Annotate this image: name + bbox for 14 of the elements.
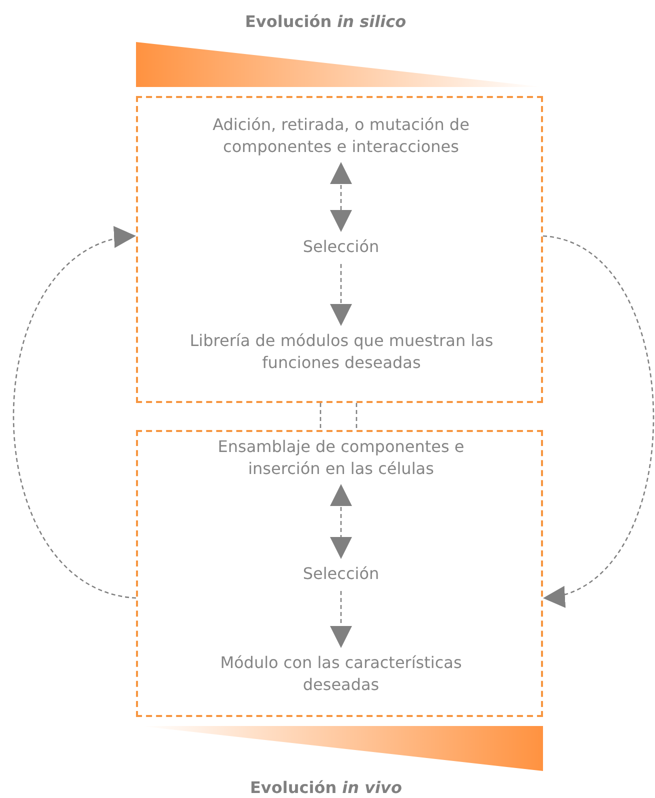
caption: Evolución in vivo — [250, 777, 402, 798]
step-text: Selección — [291, 236, 391, 258]
arrow — [330, 162, 352, 232]
step-text: Módulo con las características deseadas — [186, 652, 496, 696]
step-text: Selección — [291, 563, 391, 585]
step-text: Adición, retirada, o mutación de componentes e interacciones — [180, 114, 502, 158]
arrow — [330, 591, 352, 648]
step-text: Ensamblaje de componentes e inserción en las células — [196, 436, 486, 480]
arrow — [330, 264, 352, 326]
title: Evolución in silico — [245, 11, 406, 33]
step-text: Librería de módulos que muestran las funciones deseadas — [164, 330, 519, 374]
dashed-frame — [136, 96, 543, 403]
dashed-frame — [136, 430, 543, 717]
arrow — [330, 484, 352, 559]
